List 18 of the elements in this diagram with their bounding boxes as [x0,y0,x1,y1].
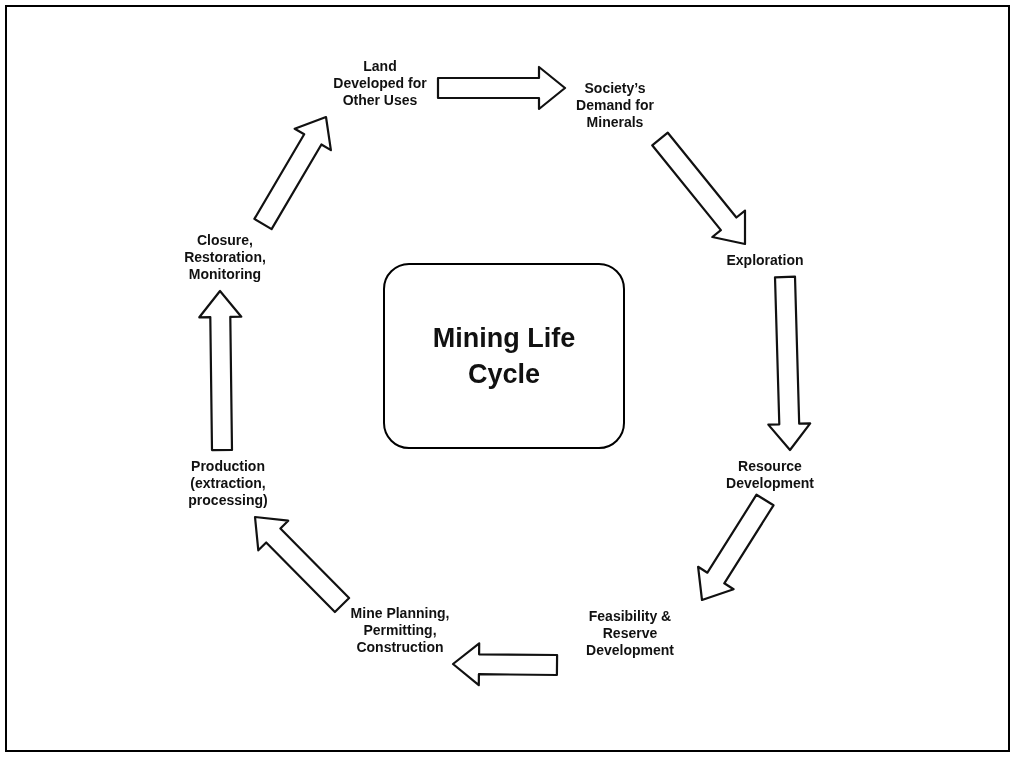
stage-label: Land Developed for Other Uses [330,58,430,109]
block-arrow [697,493,775,602]
title-box [383,263,625,449]
stage-label: Closure, Restoration, Monitoring [165,232,285,283]
stage-label: Production (extraction, processing) [168,458,288,509]
stage-label: Feasibility & Reserve Development [565,608,695,659]
block-arrow [451,642,559,687]
stage-label: Society’s Demand for Minerals [565,80,665,131]
block-arrow [651,131,747,246]
block-arrow [436,65,567,111]
block-arrow [253,515,351,614]
stage-label: Mine Planning, Permitting, Construction [350,605,450,656]
stage-label: Resource Development [715,458,825,492]
stage-label: Exploration [710,252,820,269]
block-arrow [767,275,812,452]
title-text: Mining Life Cycle [431,322,577,391]
block-arrow [253,115,332,231]
block-arrow [198,289,243,452]
